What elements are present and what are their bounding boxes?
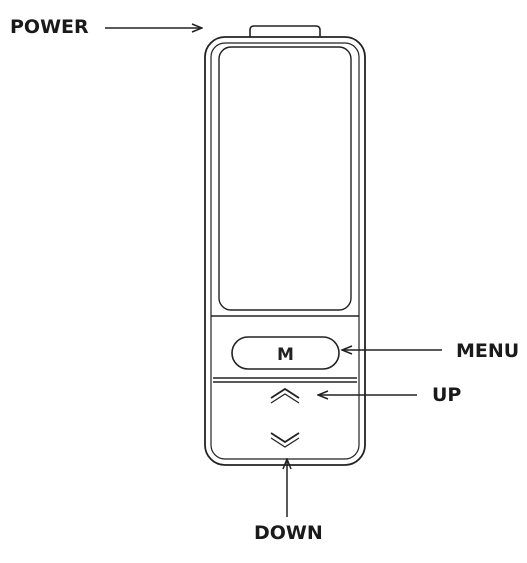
menu-button-letter: M (277, 345, 294, 365)
down-label: DOWN (254, 522, 323, 544)
down-button[interactable] (270, 432, 300, 448)
chevron-up-icon (270, 387, 300, 399)
menu-button[interactable]: M (231, 336, 340, 370)
menu-label: MENU (456, 340, 520, 362)
device-screen (218, 46, 352, 311)
power-label: POWER (10, 16, 89, 38)
up-button[interactable] (270, 387, 300, 404)
menu-panel (211, 315, 359, 383)
chevron-down-icon (270, 432, 300, 444)
power-button[interactable] (249, 25, 321, 38)
up-label: UP (432, 384, 462, 406)
